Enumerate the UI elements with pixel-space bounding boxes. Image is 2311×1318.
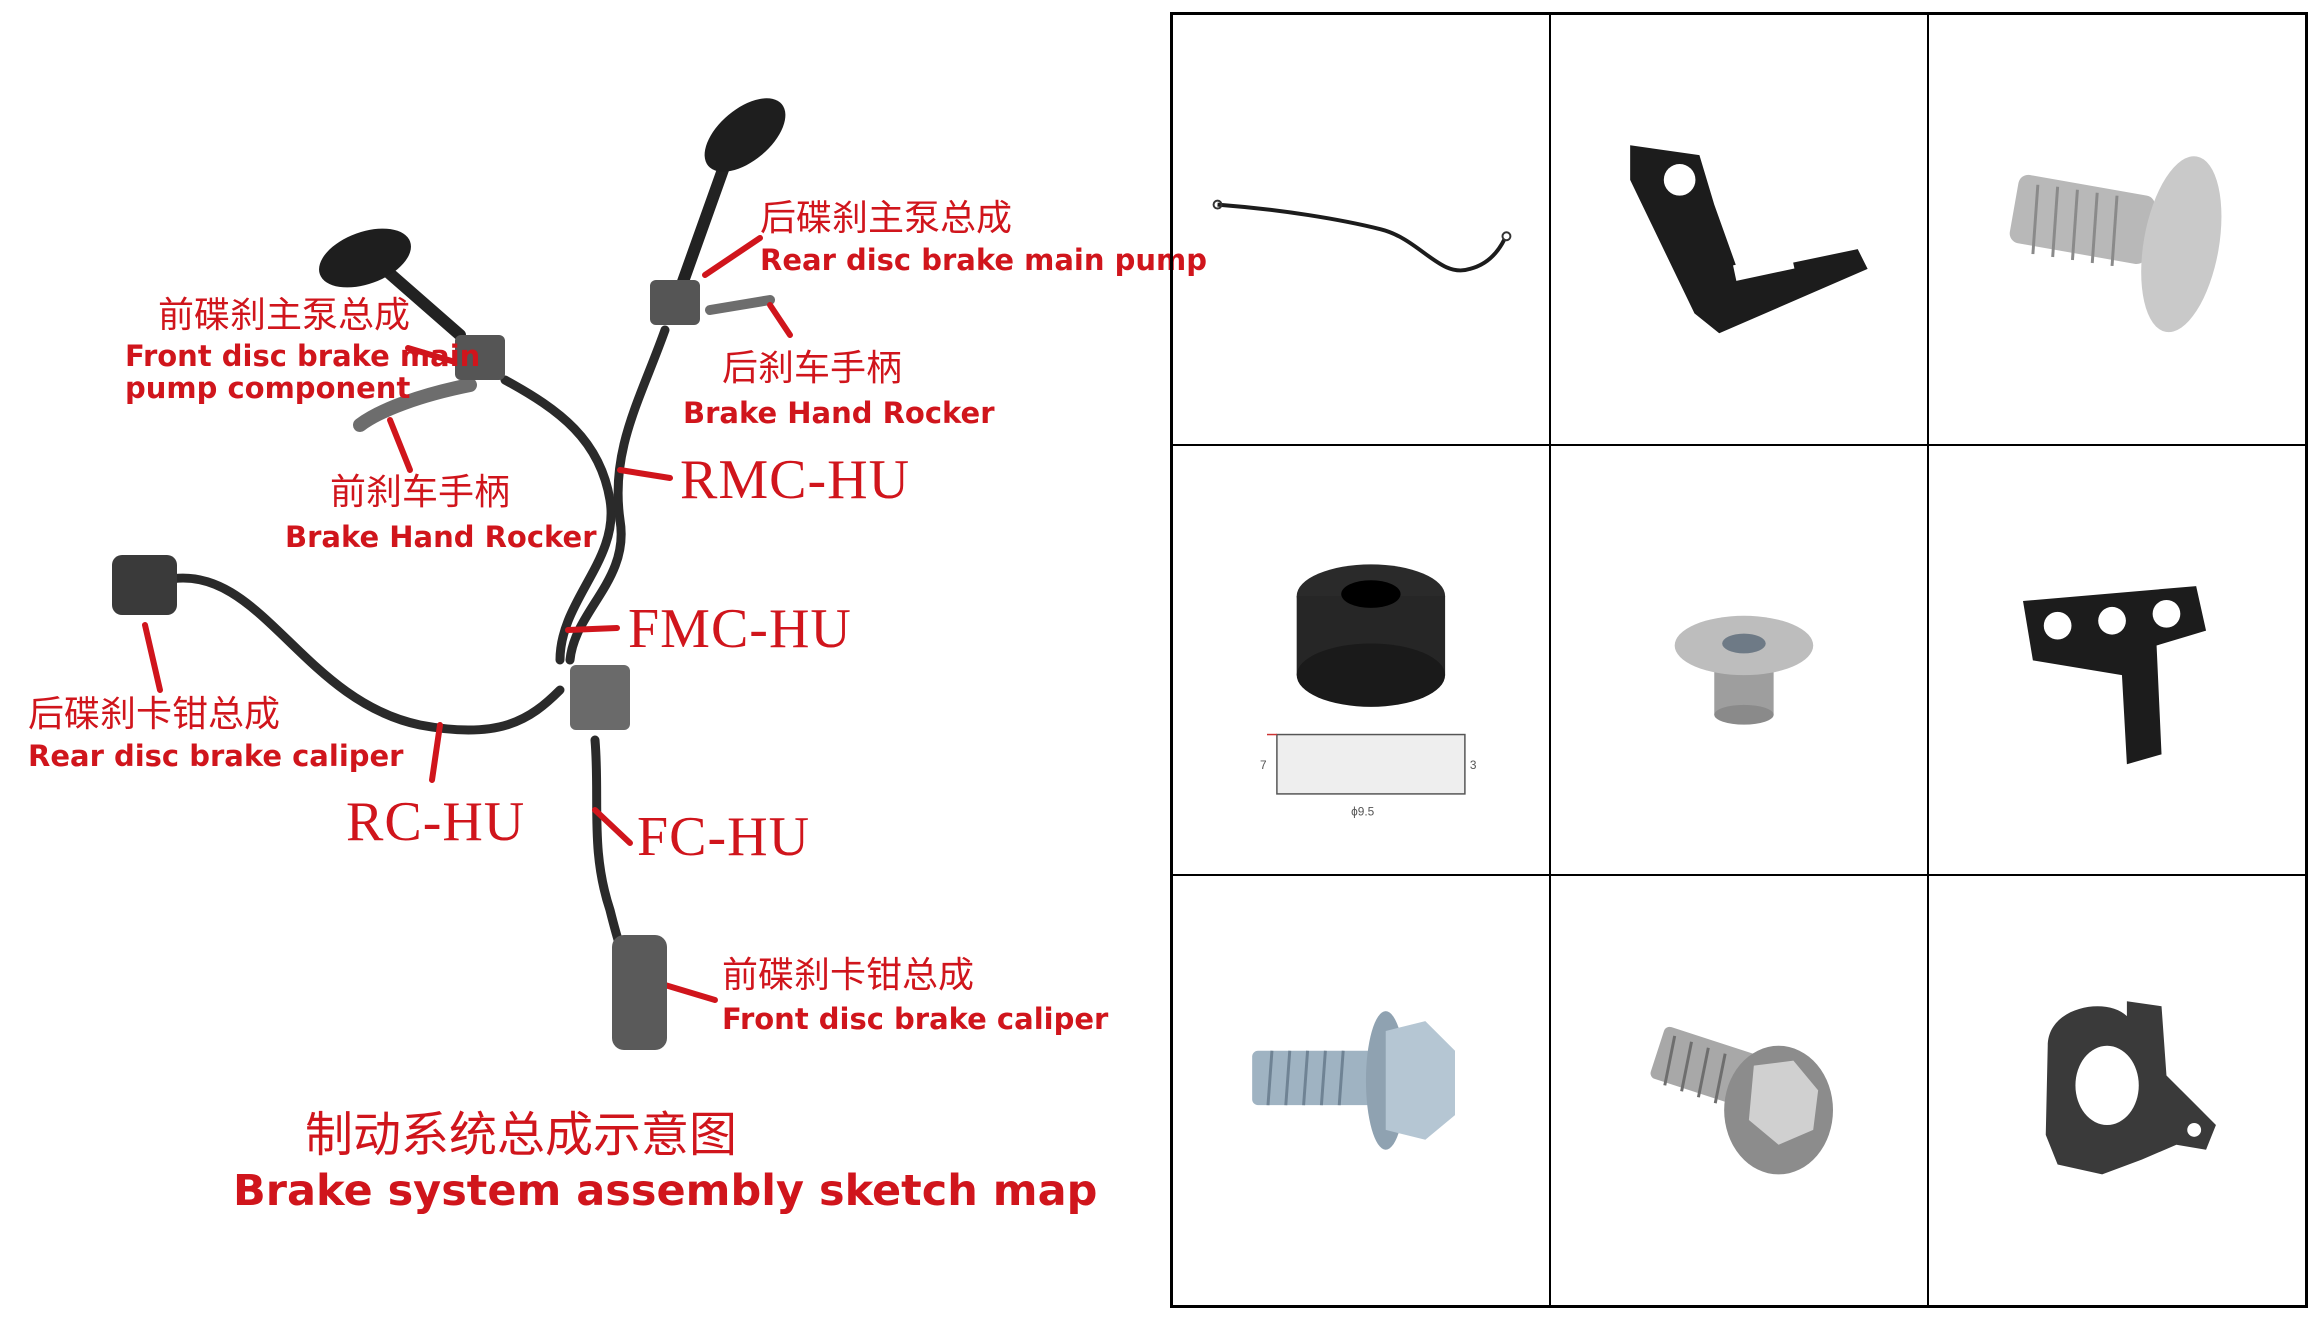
flanged-bushing-icon	[1674, 615, 1814, 725]
diagram-title-cn: 制动系统总成示意图	[305, 1107, 738, 1163]
front-caliper-hose	[590, 735, 630, 965]
parts-grid-cell	[1172, 875, 1550, 1306]
front-caliper-cn-label: 前碟刹卡钳总成	[722, 955, 975, 996]
parts-grid-cell	[1928, 444, 2306, 876]
rear-rocker-en-label: Brake Hand Rocker	[683, 396, 995, 430]
parts-grid-cell: 7 3 ϕ9.5	[1172, 444, 1550, 876]
front-pump-en-label-1: Front disc brake main	[125, 339, 481, 373]
front-master-hose	[500, 375, 616, 665]
hydraulic-unit	[570, 665, 630, 730]
grommet-groove-dim: 3	[1470, 758, 1477, 772]
front-pump-cn-label: 前碟刹主泵总成	[158, 295, 411, 336]
bracket-icon	[1630, 145, 1868, 334]
front-rocker-cn-label: 前刹车手柄	[330, 472, 511, 513]
rear-brake-lever	[705, 295, 775, 315]
rear-caliper-en-label: Rear disc brake caliper	[28, 739, 404, 773]
grommet-height-dim: 7	[1260, 758, 1267, 772]
rear-master-cylinder	[650, 280, 700, 325]
diagram-title-en: Brake system assembly sketch map	[233, 1166, 1098, 1216]
rear-caliper-hose	[160, 573, 565, 735]
front-pump-en-label-2: pump component	[125, 371, 411, 405]
parts-grid-cell	[1550, 444, 1928, 876]
torx-screw-icon	[2009, 156, 2222, 333]
chrome-flange-bolt-icon	[1650, 1027, 1833, 1175]
brake-system-drawing	[112, 98, 793, 1050]
rear-pump-cn-label: 后碟刹主泵总成	[760, 198, 1013, 239]
front-mirror-stem	[374, 259, 466, 341]
front-caliper	[612, 935, 667, 1050]
rear-mirror	[704, 98, 786, 172]
parts-grid-cell	[1928, 14, 2306, 445]
rear-caliper-cn-label: 后碟刹卡钳总成	[28, 694, 281, 735]
parts-grid-cell	[1928, 875, 2306, 1306]
hose-clip-icon	[2045, 1001, 2216, 1175]
rear-pump-en-label: Rear disc brake main pump	[760, 243, 1207, 277]
front-mirror	[319, 228, 411, 288]
parts-grid-cell	[1550, 875, 1928, 1306]
parts-grid-cell	[1172, 14, 1550, 445]
rear-mirror-stem	[674, 144, 736, 296]
rear-caliper	[112, 555, 177, 615]
front-brake-lever	[353, 378, 477, 432]
parts-grid-cell	[1550, 14, 1928, 445]
fmc-hu-label: FMC-HU	[628, 598, 852, 660]
rc-hu-label: RC-HU	[346, 791, 526, 853]
front-master-cylinder	[455, 335, 505, 380]
rmc-hu-label: RMC-HU	[680, 449, 911, 511]
front-caliper-en-label: Front disc brake caliper	[722, 1002, 1109, 1036]
brake-hose-icon	[1212, 199, 1512, 273]
rubber-grommet-icon: 7 3 ϕ9.5	[1260, 564, 1477, 818]
fc-hu-label: FC-HU	[637, 806, 811, 868]
brake-system-diagram: 后碟刹主泵总成 Rear disc brake main pump 前碟刹主泵总…	[28, 98, 1207, 1216]
rear-master-hose	[565, 325, 670, 665]
front-rocker-en-label: Brake Hand Rocker	[285, 520, 597, 554]
hex-flange-bolt-icon	[1252, 1011, 1455, 1151]
grommet-diameter-dim: ϕ9.5	[1351, 804, 1375, 818]
hinge-bracket-icon	[2023, 585, 2207, 764]
parts-grid: 7 3 ϕ9.5	[1170, 12, 2308, 1308]
rear-rocker-cn-label: 后刹车手柄	[722, 348, 903, 389]
